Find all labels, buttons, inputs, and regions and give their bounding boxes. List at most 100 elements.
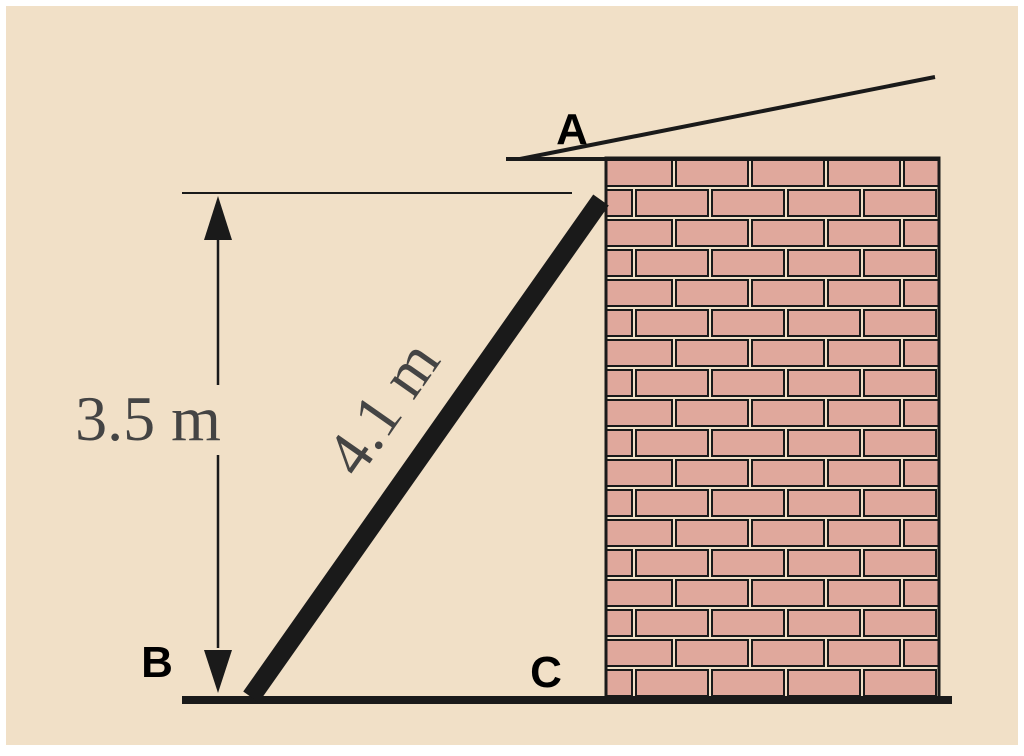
brick <box>675 159 749 187</box>
brick <box>635 189 709 217</box>
brick <box>711 189 785 217</box>
brick <box>606 519 673 547</box>
height-dimension <box>204 196 232 693</box>
brick <box>827 639 901 667</box>
brick <box>711 669 785 697</box>
brick <box>863 369 937 397</box>
wall-bricks <box>606 159 939 697</box>
brick <box>903 219 939 247</box>
brick <box>711 489 785 517</box>
brick <box>863 429 937 457</box>
brick <box>606 189 633 217</box>
brick <box>827 579 901 607</box>
brick <box>827 399 901 427</box>
brick <box>751 279 825 307</box>
brick <box>711 429 785 457</box>
roof-slope-line <box>519 75 936 161</box>
brick <box>606 369 633 397</box>
brick <box>606 609 633 637</box>
brick <box>787 249 861 277</box>
brick <box>635 549 709 577</box>
brick <box>606 339 673 367</box>
point-c-label: C <box>530 648 562 697</box>
brick <box>787 669 861 697</box>
brick <box>606 309 633 337</box>
brick <box>827 219 901 247</box>
brick <box>787 489 861 517</box>
brick <box>751 399 825 427</box>
brick <box>606 549 633 577</box>
brick <box>863 249 937 277</box>
brick <box>606 639 673 667</box>
point-a-label: A <box>556 105 588 154</box>
brick <box>863 669 937 697</box>
brick <box>675 279 749 307</box>
brick <box>675 579 749 607</box>
brick <box>787 369 861 397</box>
brick <box>675 519 749 547</box>
brick <box>635 429 709 457</box>
brick <box>711 249 785 277</box>
point-b-label: B <box>141 638 173 687</box>
brick <box>606 459 673 487</box>
brick <box>606 429 633 457</box>
brick <box>751 459 825 487</box>
brick <box>606 669 633 697</box>
brick <box>711 369 785 397</box>
brick <box>903 399 939 427</box>
brick <box>827 519 901 547</box>
brick <box>827 159 901 187</box>
brick <box>711 549 785 577</box>
brick <box>751 639 825 667</box>
brick <box>711 309 785 337</box>
brick <box>787 189 861 217</box>
brick <box>675 399 749 427</box>
brick <box>827 339 901 367</box>
arrow-down-icon <box>204 650 232 693</box>
brick <box>606 579 673 607</box>
brick <box>787 609 861 637</box>
brick <box>903 639 939 667</box>
brick <box>751 219 825 247</box>
brick <box>903 159 939 187</box>
brick <box>606 279 673 307</box>
brick <box>863 489 937 517</box>
brick <box>751 339 825 367</box>
brick <box>863 609 937 637</box>
brick <box>903 459 939 487</box>
arrow-up-icon <box>204 196 232 240</box>
brick <box>675 459 749 487</box>
height-label: 3.5 m <box>75 383 221 454</box>
brick <box>606 159 673 187</box>
brick <box>711 609 785 637</box>
brick <box>863 309 937 337</box>
wall-mortar <box>606 158 939 698</box>
brick <box>675 339 749 367</box>
brick <box>903 279 939 307</box>
brick <box>675 639 749 667</box>
brick <box>635 309 709 337</box>
brick <box>606 399 673 427</box>
brick <box>635 669 709 697</box>
brick <box>751 519 825 547</box>
brick <box>827 459 901 487</box>
brick-wall <box>604 156 941 700</box>
brick <box>635 489 709 517</box>
brick <box>903 339 939 367</box>
brick <box>863 549 937 577</box>
brick <box>751 579 825 607</box>
brick <box>606 489 633 517</box>
brick <box>635 609 709 637</box>
brick <box>827 279 901 307</box>
brick <box>675 219 749 247</box>
brick <box>787 549 861 577</box>
brick <box>635 249 709 277</box>
brick <box>903 579 939 607</box>
ladder <box>243 194 609 703</box>
brick <box>787 309 861 337</box>
brick <box>787 429 861 457</box>
brick <box>606 249 633 277</box>
brick <box>903 519 939 547</box>
